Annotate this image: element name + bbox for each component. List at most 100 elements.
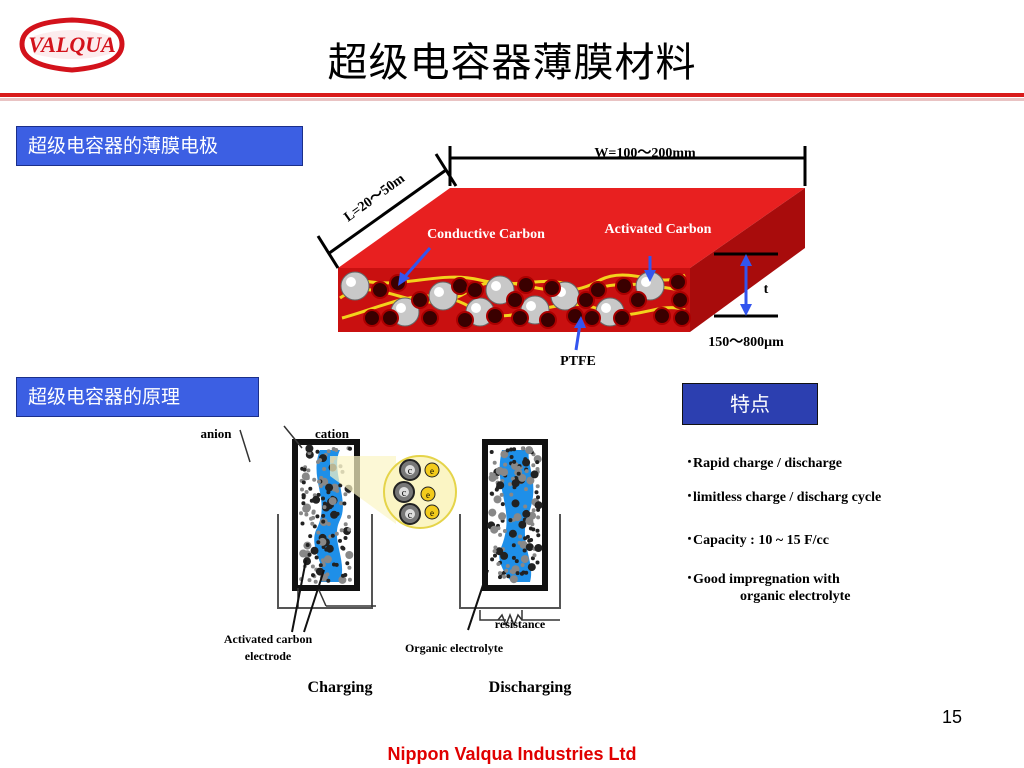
charging-electrode-particle — [326, 449, 331, 454]
charging-electrode-particle — [301, 472, 310, 481]
charging-electrode-particle — [347, 514, 351, 519]
conductive-carbon-particle — [673, 309, 691, 327]
discharging-electrode-particle — [524, 469, 529, 474]
particle-highlight — [526, 301, 536, 311]
ion-c-2: c — [402, 488, 407, 499]
charging-electrode-particle — [321, 545, 326, 549]
charging-electrode-particle — [339, 501, 344, 506]
charging-electrode-particle — [310, 546, 319, 555]
charging-electrode-particle — [345, 551, 354, 559]
width-label: W=100～200mm — [594, 146, 696, 161]
charging-electrode-particle — [334, 448, 339, 452]
charging-electrode-particle — [347, 565, 352, 570]
discharging-electrode-particle — [524, 570, 529, 575]
discharging-electrode-particle — [525, 446, 534, 455]
charging-electrode-particle — [317, 479, 321, 484]
discharging-electrode-particle — [514, 559, 519, 564]
discharging-electrode-particle — [488, 508, 497, 517]
discharging-electrode-particle — [514, 476, 518, 480]
charging-electrode-particle — [305, 447, 310, 452]
charging-electrode-particle — [313, 579, 318, 584]
ptfe-arrow — [574, 323, 582, 351]
discharging-label: Discharging — [489, 679, 572, 696]
conductive-carbon-particle — [583, 309, 601, 327]
discharging-electrode-particle — [489, 450, 494, 454]
discharging-electrode-particle — [525, 517, 534, 526]
charging-electrode-particle — [316, 492, 321, 497]
discharging-electrode-particle — [492, 549, 497, 554]
charging-electrode-particle — [301, 501, 306, 506]
footer-company: Nippon Valqua Industries Ltd — [387, 744, 637, 764]
resistor-symbol — [497, 612, 523, 628]
charging-electrode-particle — [310, 564, 315, 569]
discharging-electrode-particle — [505, 448, 510, 453]
discharging-electrode-particle — [511, 570, 516, 575]
conductive-carbon-particle — [456, 311, 474, 329]
discharging-electrode-particle — [516, 465, 521, 470]
charging-electrode-particle — [307, 552, 312, 557]
ptfe-label: PTFE — [560, 354, 596, 369]
discharging-electrode-particle — [509, 455, 514, 459]
discharging-electrode-particle — [522, 548, 527, 553]
zoom-callout — [330, 456, 396, 524]
discharging-electrode-particle — [531, 508, 536, 513]
discharging-electrode-particle — [504, 568, 509, 573]
charging-electrode-particle — [330, 483, 339, 492]
conductive-carbon-particle — [629, 291, 647, 309]
conductive-carbon-particle — [363, 309, 381, 327]
charging-electrode-particle — [323, 555, 332, 564]
charging-electrode-particle — [342, 501, 347, 506]
discharging-electrode-particle — [490, 557, 495, 562]
charging-electrode-particle — [302, 467, 307, 472]
conductive-carbon-particle — [486, 307, 504, 325]
charging-electrode-particle — [325, 572, 330, 577]
discharging-electrode-particle — [498, 571, 502, 576]
conductive-carbon-particle — [421, 309, 439, 327]
discharging-electrode-particle — [522, 509, 531, 518]
slab-top — [338, 188, 805, 268]
features-section-label: 特点 — [682, 383, 818, 425]
discharging-electrode-particle — [519, 540, 528, 549]
conductive-carbon-arrow — [400, 247, 432, 281]
anion-label: anion — [200, 426, 232, 441]
discharging-electrode-particle — [499, 492, 504, 497]
ion-c-3: c — [408, 510, 413, 521]
discharging-electrode-particle — [500, 450, 509, 459]
charging-electrode-particle — [320, 477, 329, 486]
charging-electrode-particle — [347, 527, 352, 532]
charging-electrode-particle — [303, 557, 311, 566]
charging-electrode-particle — [307, 578, 312, 583]
charging-label: Charging — [308, 679, 373, 696]
charging-electrode-particle — [335, 511, 340, 516]
discharging-electrode-particle — [509, 575, 518, 584]
discharging-electrode-particle — [531, 527, 536, 532]
charging-electrode-particle — [299, 549, 308, 558]
charging-electrode-particle — [321, 519, 326, 524]
electrode-label-line2: electrode — [245, 649, 292, 663]
discharging-electrode-particle — [515, 571, 520, 576]
feature-item-2: ･limitless charge / discharg cycle — [686, 490, 882, 505]
discharging-electrode-particle — [508, 529, 517, 538]
thickness-label: 150～800μm — [708, 335, 784, 350]
discharging-electrode-particle — [536, 515, 541, 520]
charging-electrode-particle — [302, 504, 311, 513]
charging-electrode-particle — [301, 480, 306, 485]
ion-c-1: c — [408, 466, 413, 477]
discharging-electrode-particle — [513, 513, 522, 522]
film-electrode-diagram: W=100～200mm L=20～50m Conductive Carbon A… — [316, 146, 807, 369]
discharging-electrode-particle — [493, 553, 497, 558]
charging-electrode-particle — [325, 544, 334, 553]
discharging-electrode-particle — [506, 574, 511, 579]
thickness-symbol: t — [764, 282, 769, 297]
ion-e-1: e — [430, 466, 434, 476]
particle-highlight — [346, 277, 356, 287]
discharging-electrode-particle — [518, 520, 527, 529]
discharging-electrode-particle — [511, 555, 516, 560]
charging-electrode-particle — [311, 573, 315, 578]
discharging-electrode-particle — [524, 487, 528, 492]
ion-pairs — [393, 459, 440, 525]
discharging-electrode-particle — [512, 459, 517, 464]
conductive-carbon-particle — [511, 309, 529, 327]
charging-electrode-particle — [348, 446, 352, 451]
charging-electrode-particle — [306, 468, 311, 473]
